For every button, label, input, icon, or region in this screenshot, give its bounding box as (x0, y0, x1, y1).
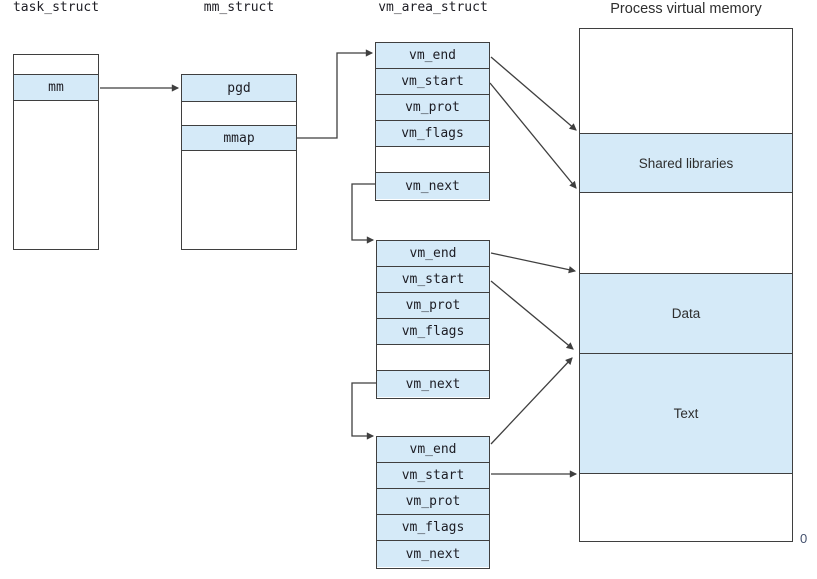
arrow-vma1-vmnext-to-vma2 (351, 183, 375, 244)
field-vm-next: vm_next (377, 371, 489, 397)
arrow-vma2-vmend-to-data-top (490, 252, 577, 274)
task-struct-box: mm (13, 54, 99, 250)
empty-row (182, 102, 296, 126)
field-vm-start: vm_start (377, 267, 489, 293)
empty-area (182, 151, 296, 249)
arrow-vma1-vmstart-to-shared-bottom (489, 82, 577, 189)
process-virtual-memory-box: Shared libraries Data Text (579, 28, 793, 542)
field-mmap: mmap (182, 126, 296, 151)
memory-region-shared-libraries: Shared libraries (580, 134, 792, 193)
field-vm-start: vm_start (376, 69, 489, 95)
field-vm-end: vm_end (376, 43, 489, 69)
empty-row (14, 55, 98, 74)
arrow-vma1-vmend-to-shared-top (490, 56, 577, 131)
process-virtual-memory-title: Process virtual memory (610, 1, 762, 17)
mm-struct-title: mm_struct (203, 0, 275, 15)
address-zero-label: 0 (800, 531, 808, 546)
task-struct-title: task_struct (12, 0, 100, 15)
empty-row (377, 345, 489, 371)
field-vm-next: vm_next (376, 173, 489, 199)
field-vm-flags: vm_flags (377, 515, 489, 541)
field-vm-flags: vm_flags (377, 319, 489, 345)
vm-area-struct-node-2: vm_end vm_start vm_prot vm_flags vm_next (376, 240, 490, 399)
field-vm-prot: vm_prot (377, 489, 489, 515)
arrow-vma2-vmstart-to-data-bottom (490, 280, 574, 350)
vm-area-struct-title: vm_area_struct (378, 0, 488, 15)
field-vm-prot: vm_prot (376, 95, 489, 121)
memory-region-empty-top (580, 29, 792, 134)
field-vm-flags: vm_flags (376, 121, 489, 147)
field-vm-start: vm_start (377, 463, 489, 489)
empty-row (376, 147, 489, 173)
arrow-vma2-vmnext-to-vma3 (351, 382, 376, 440)
field-vm-end: vm_end (377, 241, 489, 267)
vm-area-struct-node-3: vm_end vm_start vm_prot vm_flags vm_next (376, 436, 490, 569)
memory-region-empty-bottom (580, 474, 792, 541)
memory-region-empty-middle (580, 193, 792, 274)
memory-region-text: Text (580, 354, 792, 474)
field-vm-prot: vm_prot (377, 293, 489, 319)
field-vm-end: vm_end (377, 437, 489, 463)
field-mm: mm (14, 74, 98, 101)
arrow-vma3-vmend-to-text-top (490, 357, 573, 445)
field-pgd: pgd (182, 75, 296, 102)
field-vm-next: vm_next (377, 541, 489, 567)
empty-area (14, 101, 98, 249)
arrow-mmap-to-vma1 (297, 49, 374, 139)
memory-region-data: Data (580, 274, 792, 354)
mm-struct-box: pgd mmap (181, 74, 297, 250)
vm-area-struct-node-1: vm_end vm_start vm_prot vm_flags vm_next (375, 42, 490, 201)
